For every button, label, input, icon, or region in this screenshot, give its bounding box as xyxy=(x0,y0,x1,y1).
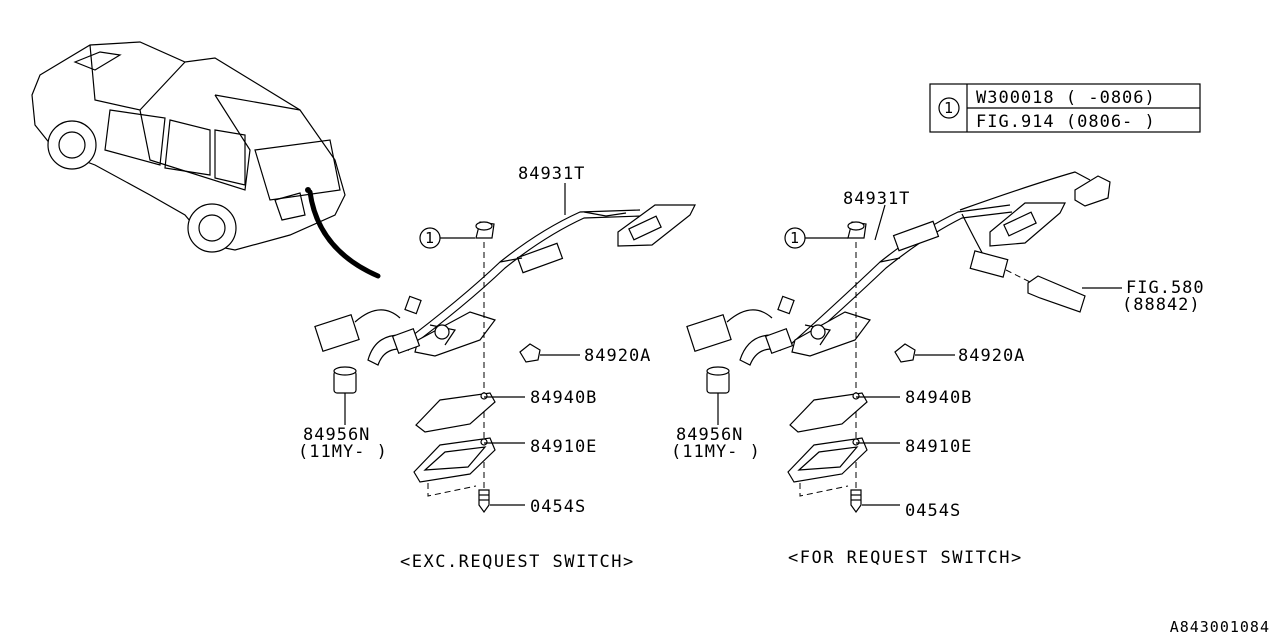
legend-table xyxy=(929,83,1201,133)
right-fig-ref-label: FIG.580 xyxy=(1126,278,1205,298)
right-assembly xyxy=(686,171,1122,514)
right-socket-label: 84956N xyxy=(676,425,743,445)
right-bulb-label: 84920A xyxy=(958,346,1025,366)
right-caption: <FOR REQUEST SWITCH> xyxy=(788,548,1023,568)
left-lens-label: 84940B xyxy=(530,388,597,408)
right-screw-label: 0454S xyxy=(905,501,961,521)
right-housing-label: 84910E xyxy=(905,437,972,457)
right-lens-label: 84940B xyxy=(905,388,972,408)
right-harness-label: 84931T xyxy=(843,189,910,209)
left-bulb-label: 84920A xyxy=(584,346,651,366)
left-callout-marker: 1 xyxy=(425,229,435,247)
legend-row-2: FIG.914 (0806- ) xyxy=(976,112,1156,132)
legend-marker: 1 xyxy=(944,99,954,117)
diagram-id: A843001084 xyxy=(1170,618,1270,636)
left-harness-label: 84931T xyxy=(518,164,585,184)
left-socket-note: (11MY- ) xyxy=(298,442,388,462)
right-fig-ref-part: (88842) xyxy=(1122,295,1201,315)
right-callout-marker: 1 xyxy=(790,229,800,247)
left-caption: <EXC.REQUEST SWITCH> xyxy=(400,552,635,572)
vehicle-illustration xyxy=(31,41,381,279)
right-socket-note: (11MY- ) xyxy=(671,442,761,462)
left-assembly xyxy=(314,183,696,514)
left-screw-label: 0454S xyxy=(530,497,586,517)
left-socket-label: 84956N xyxy=(303,425,370,445)
left-housing-label: 84910E xyxy=(530,437,597,457)
legend-row-1: W300018 ( -0806) xyxy=(976,88,1156,108)
